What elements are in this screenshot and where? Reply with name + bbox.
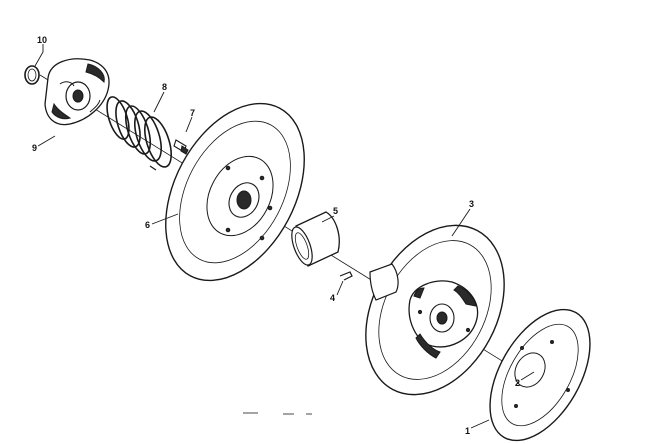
callout-2: 2 xyxy=(515,378,520,388)
part-3-fixed-sheave xyxy=(365,224,505,396)
callout-4: 4 xyxy=(330,293,335,303)
callout-8: 8 xyxy=(162,82,167,92)
callout-3: 3 xyxy=(469,199,474,209)
callout-9: 9 xyxy=(32,143,37,153)
baseline-marks xyxy=(243,412,312,415)
part-7-pin xyxy=(173,139,189,155)
callout-leaders xyxy=(34,44,535,429)
callout-5: 5 xyxy=(333,206,338,216)
part-1-cover-plate xyxy=(489,308,591,442)
part-9-cam-plate xyxy=(44,58,110,126)
part-4-key xyxy=(339,271,353,281)
callout-10: 10 xyxy=(37,35,47,45)
callout-1: 1 xyxy=(465,426,470,436)
part-10-snap-ring xyxy=(24,65,40,85)
callout-7: 7 xyxy=(190,108,195,118)
part-5-bushing xyxy=(291,211,340,267)
part-6-movable-sheave xyxy=(165,102,305,282)
part-8-spring xyxy=(106,96,172,171)
callout-6: 6 xyxy=(145,220,150,230)
